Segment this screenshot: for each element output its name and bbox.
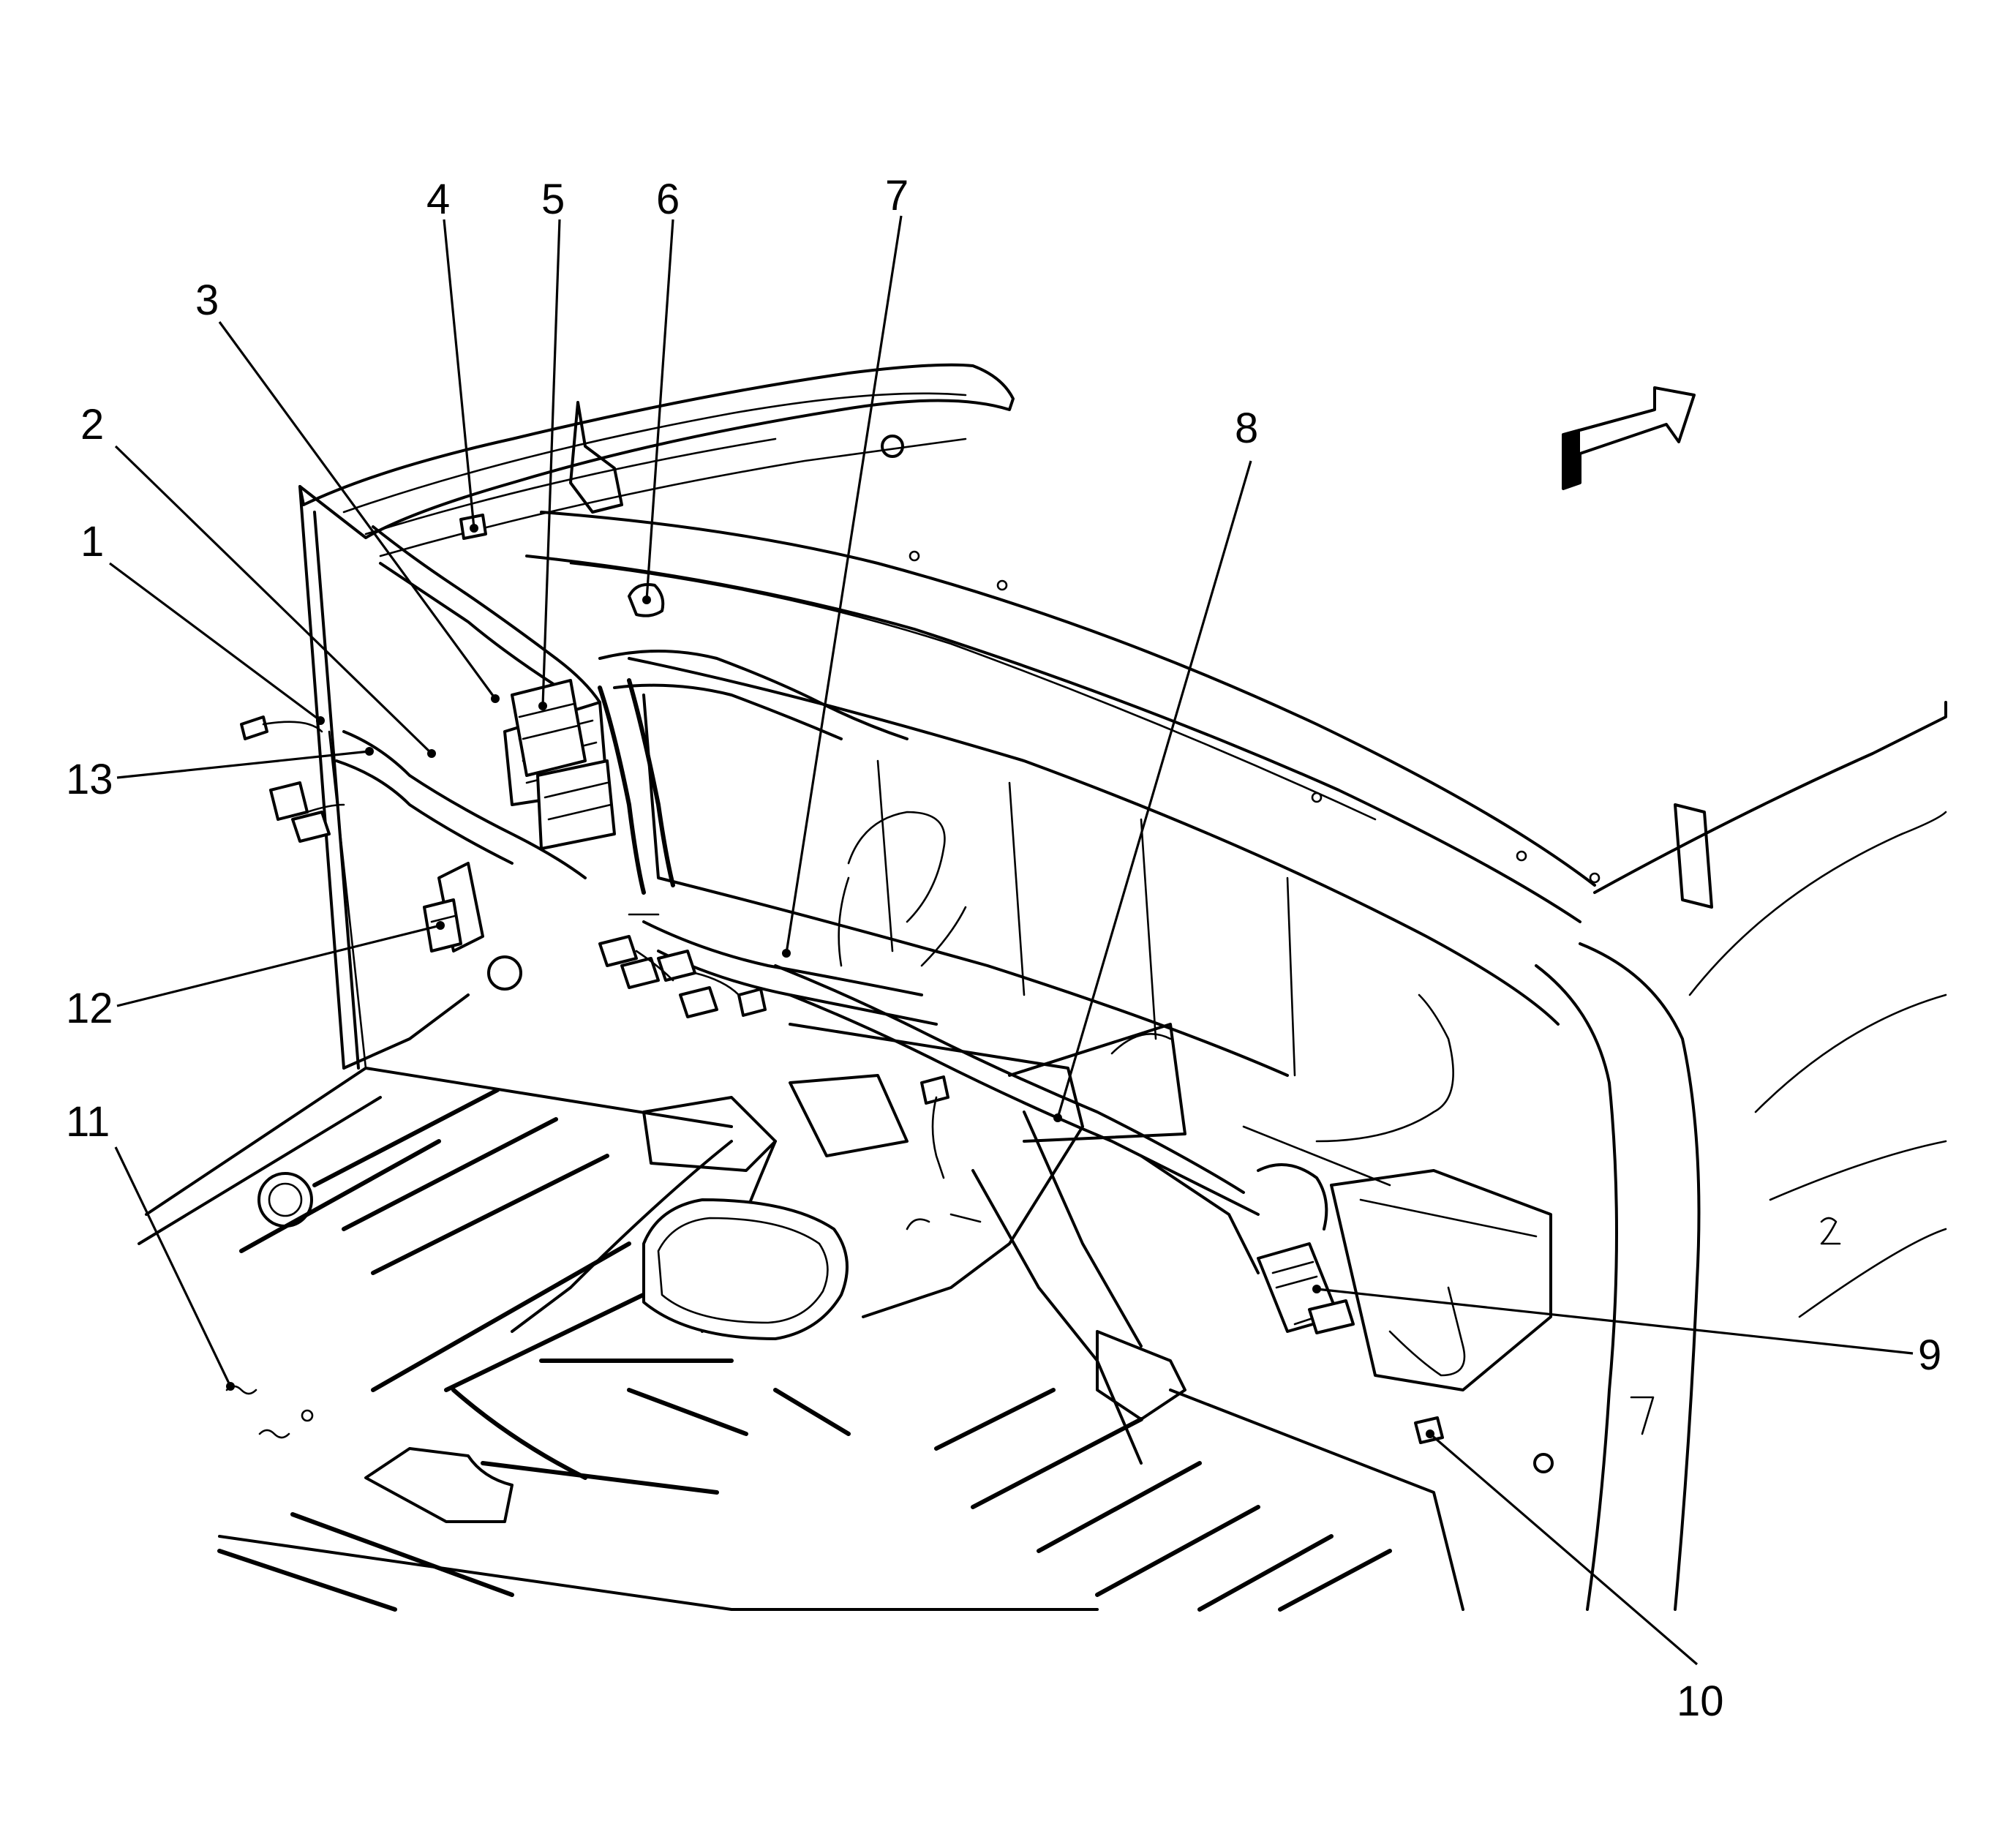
callout-3: 3 [195, 277, 219, 324]
callout-13: 13 [66, 756, 113, 803]
callout-2: 2 [80, 401, 104, 448]
leader-8 [1056, 460, 1252, 1119]
front-direction-arrow-icon [1562, 386, 1696, 490]
leader-11 [114, 1146, 232, 1387]
callout-12: 12 [66, 985, 113, 1032]
leader-7 [785, 215, 903, 954]
vehicle-line-art [138, 363, 1947, 1612]
callout-leaders [109, 215, 1914, 1666]
leader-12 [116, 924, 441, 1007]
callout-9: 9 [1918, 1331, 1941, 1379]
leader-2 [114, 445, 433, 755]
callout-7: 7 [885, 172, 909, 219]
leader-3 [218, 321, 497, 699]
callout-10: 10 [1677, 1677, 1724, 1725]
leader-4 [443, 219, 475, 529]
leader-10 [1429, 1432, 1699, 1666]
leader-1 [109, 562, 321, 722]
callout-8: 8 [1235, 405, 1258, 452]
leader-6 [645, 219, 674, 601]
callout-6: 6 [656, 176, 680, 223]
callout-11: 11 [66, 1098, 110, 1146]
leader-13 [116, 750, 370, 779]
callout-5: 5 [541, 176, 565, 223]
leader-5 [541, 219, 561, 707]
callout-1: 1 [80, 518, 104, 566]
leader-9 [1316, 1288, 1914, 1355]
callout-labels: 1 2 3 4 5 6 7 8 9 10 11 12 13 [66, 172, 1941, 1725]
callout-4: 4 [426, 176, 450, 223]
